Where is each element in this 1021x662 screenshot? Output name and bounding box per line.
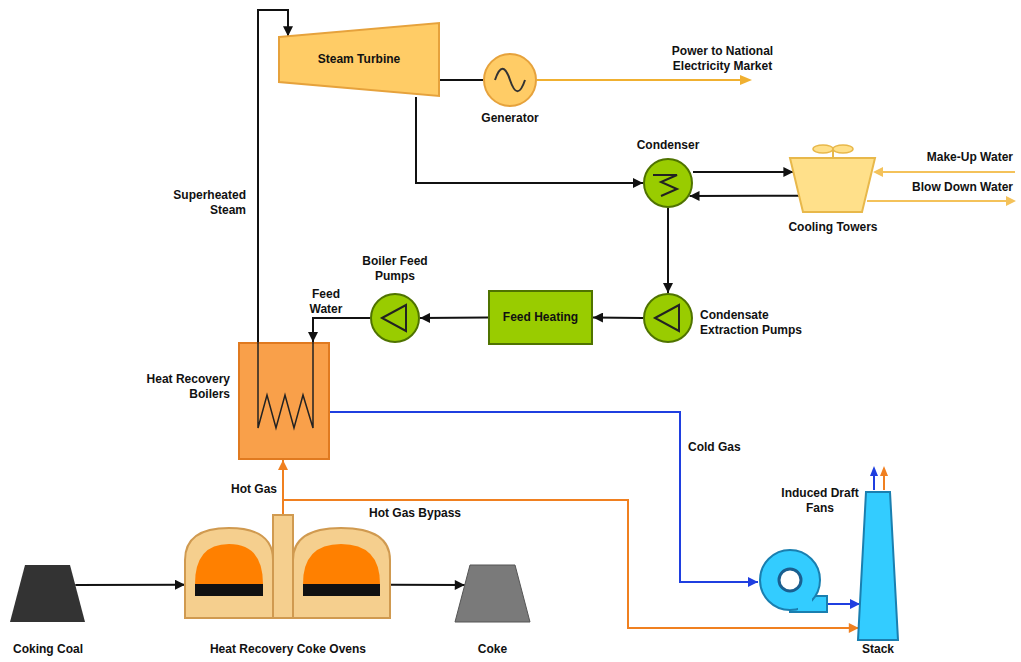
- connector: [416, 97, 643, 183]
- node-label: Coke: [445, 642, 540, 657]
- tower-fan-blade: [833, 145, 853, 153]
- label-slot: Boiler Feed Pumps: [350, 254, 440, 284]
- steam-turbine: Steam Turbine: [278, 22, 440, 97]
- edge-label: Hot Gas Bypass: [350, 506, 480, 521]
- annotation-label: Blow Down Water: [880, 180, 1013, 195]
- edge-label: Feed Water: [300, 287, 352, 317]
- label-slot: Heat Recovery Boilers: [128, 372, 230, 402]
- label-slot: Stack: [848, 642, 908, 657]
- coal-pile: Coking Coal: [10, 565, 85, 622]
- node-label: Induced Draft Fans: [770, 486, 870, 516]
- connector: [283, 500, 859, 628]
- label-slot: Cold Gas: [688, 440, 768, 455]
- pump-symbol: Boiler Feed Pumps: [370, 293, 420, 343]
- exhaust-arrowhead-hot: [880, 466, 888, 476]
- node-label: Cooling Towers: [778, 220, 888, 235]
- connector: [667, 208, 669, 293]
- connector: [75, 584, 185, 586]
- connector: [420, 317, 488, 320]
- label-slot: Superheated Steam: [150, 188, 246, 218]
- label-slot: Make-Up Water: [880, 150, 1013, 165]
- boiler-box: Heat Recovery Boilers: [238, 342, 330, 460]
- label-slot: Condensate Extraction Pumps: [700, 308, 812, 338]
- label-slot: Blow Down Water: [880, 180, 1013, 195]
- exhaust-arrowhead-cold: [870, 466, 878, 476]
- coke-oven-outline: [185, 514, 390, 618]
- blowdown-water-arrowhead: [1006, 196, 1016, 206]
- label-slot: Hot Gas: [205, 482, 277, 497]
- label-slot: Cooling Towers: [778, 220, 888, 235]
- label-slot: Hot Gas Bypass: [350, 506, 480, 521]
- label-slot: Induced Draft Fans: [770, 486, 870, 516]
- stack-outline: [858, 492, 898, 640]
- connector: [693, 171, 793, 173]
- makeup-water-arrowhead: [873, 167, 883, 177]
- label-slot: Generator: [460, 111, 560, 126]
- label-slot: Heat Recovery Coke Ovens: [178, 642, 398, 657]
- pump-symbol: Condensate Extraction Pumps: [643, 293, 693, 343]
- process-box: Feed Heating: [488, 290, 593, 345]
- coke-pile-outline: [455, 565, 530, 622]
- power-arrowhead: [740, 75, 752, 85]
- exhaust-arrow-cold: [873, 474, 875, 490]
- label-slot: Condenser: [618, 138, 718, 153]
- boiler-box-outline: [238, 342, 330, 460]
- label-slot: Coke: [445, 642, 540, 657]
- makeup-water-line: [882, 171, 1015, 173]
- connector: [390, 584, 465, 586]
- label-slot: Power to National Electricity Market: [650, 44, 795, 74]
- label-slot: Coking Coal: [0, 642, 96, 657]
- edge-label: Hot Gas: [205, 482, 277, 497]
- node-label: Boiler Feed Pumps: [350, 254, 440, 284]
- connector: [593, 317, 643, 320]
- blowdown-water-line: [867, 200, 1007, 202]
- condenser-symbol: Condenser: [643, 158, 693, 208]
- fan-symbol-outline: [758, 548, 828, 614]
- cooling-tower-outline: [790, 158, 875, 212]
- power-line: [537, 79, 742, 81]
- annotation-label: Make-Up Water: [880, 150, 1013, 165]
- node-text: Steam Turbine: [318, 52, 400, 67]
- node-label: Generator: [460, 111, 560, 126]
- node-label: Coking Coal: [0, 642, 96, 657]
- node-label: Heat Recovery Boilers: [128, 372, 230, 402]
- coke-oven: Heat Recovery Coke Ovens: [185, 514, 390, 618]
- node-label: Condensate Extraction Pumps: [700, 308, 812, 338]
- connector: [440, 79, 483, 81]
- node-label: Condenser: [618, 138, 718, 153]
- cooling-tower: Cooling Towers: [790, 158, 875, 212]
- condenser-symbol-outline: [643, 158, 693, 208]
- edge-label: Superheated Steam: [150, 188, 246, 218]
- node-text: Feed Heating: [503, 310, 578, 325]
- generator-symbol: Generator: [483, 53, 537, 107]
- connector: [313, 318, 370, 342]
- edge-label: Cold Gas: [688, 440, 768, 455]
- coal-pile-outline: [10, 565, 85, 622]
- connector: [330, 412, 758, 582]
- node-label: Stack: [848, 642, 908, 657]
- connector: [690, 195, 800, 197]
- exhaust-arrow-hot: [883, 474, 885, 490]
- fan-symbol: Induced Draft Fans: [758, 548, 828, 614]
- connector: [828, 603, 860, 605]
- pump-symbol-outline: [643, 293, 693, 343]
- label-slot: Feed Water: [300, 287, 352, 317]
- pump-symbol-outline: [370, 293, 420, 343]
- generator-symbol-outline: [483, 53, 537, 107]
- stack: Stack: [858, 492, 898, 640]
- node-label: Heat Recovery Coke Ovens: [178, 642, 398, 657]
- coke-pile: Coke: [455, 565, 530, 622]
- tower-fan-blade: [813, 145, 833, 153]
- annotation-label: Power to National Electricity Market: [650, 44, 795, 74]
